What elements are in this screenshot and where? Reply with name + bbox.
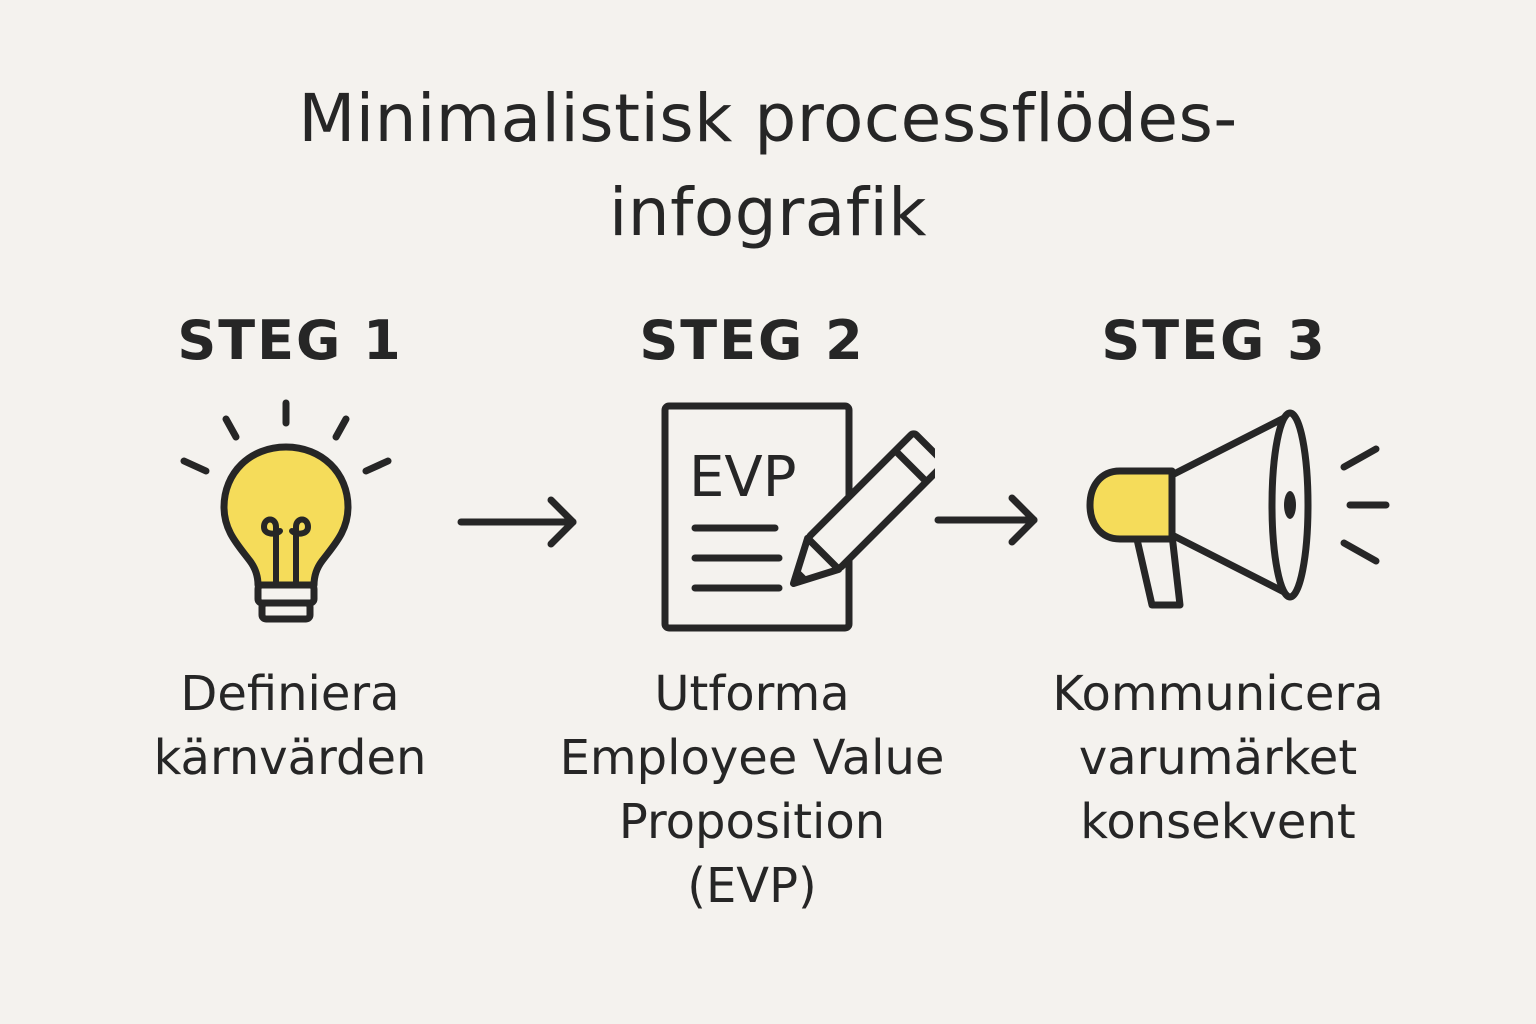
arrow-right-icon — [934, 494, 1038, 546]
step-2-description-line: (EVP) — [687, 858, 817, 914]
step-3-description-line: Kommunicera — [1052, 666, 1384, 722]
arrow-right-icon — [457, 496, 577, 548]
title-line-1: Minimalistisk processflödes- — [298, 80, 1238, 157]
megaphone-icon — [1086, 409, 1390, 609]
title-line-2: infografik — [608, 174, 928, 251]
step-2-description: Utforma Employee Value Proposition (EVP) — [522, 662, 982, 918]
step-2-description-line: Proposition — [618, 794, 886, 850]
step-1-description-line: kärnvärden — [153, 730, 427, 786]
step-3-description: Kommunicera varumärket konsekvent — [988, 662, 1448, 854]
evp-text: EVP — [689, 445, 796, 510]
step-1-label: STEG 1 — [177, 309, 403, 372]
step-2-label: STEG 2 — [639, 309, 865, 372]
step-3-description-line: varumärket — [1078, 730, 1358, 786]
page-title: Minimalistisk processflödes- infografik — [0, 72, 1536, 260]
lightbulb-icon — [180, 399, 392, 623]
step-3-label: STEG 3 — [1101, 309, 1327, 372]
step-1-description: Definiera kärnvärden — [60, 662, 520, 790]
step-2-description-line: Employee Value — [559, 730, 945, 786]
step-1-description-line: Definiera — [180, 666, 400, 722]
step-2-description-line: Utforma — [654, 666, 850, 722]
evp-document-pencil-icon: EVP — [661, 402, 935, 632]
step-3-description-line: konsekvent — [1080, 794, 1356, 850]
